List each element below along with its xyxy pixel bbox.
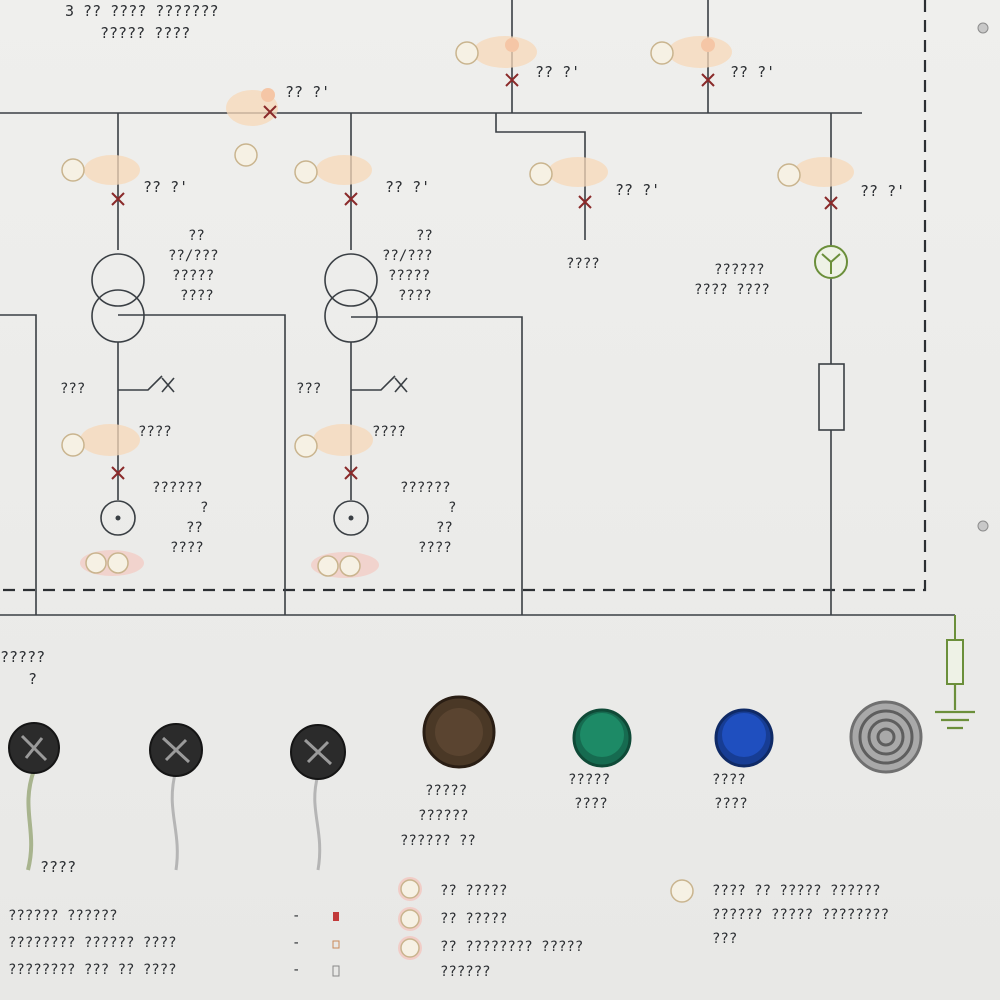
legend-middle-item-2: ?? ????? (440, 911, 507, 927)
legend-lamp-on (398, 877, 422, 901)
feeder2-frame (351, 316, 523, 615)
feeder2-gen-label-4: ???? (418, 540, 452, 556)
push-button-brown-caption-3: ?????? ?? (400, 833, 476, 849)
feeder3-breaker-label: ?? ?' (615, 181, 660, 199)
legend-swatch-gray (332, 965, 340, 977)
feeder2-tx-label-2: ??/??? (382, 248, 433, 264)
legend-left-dash-2: - (292, 935, 300, 951)
ground-icon (935, 615, 975, 730)
push-button-green[interactable] (572, 708, 632, 768)
legend-middle-item-3: ?? ???????? ????? (440, 939, 583, 955)
push-button-green-caption-2: ???? (574, 796, 608, 812)
feeder2-lower-breaker-label: ???? (372, 424, 406, 440)
controls-section-label: ????? (0, 648, 45, 666)
feeder1-left-frame (0, 314, 37, 615)
panel-title-line1: 3 ?? ???? ??????? (65, 2, 219, 20)
feeder2-generator-icon (333, 500, 369, 536)
legend-left-item-2: ???????? ?????? ???? (8, 935, 177, 951)
feeder2-status-lamps (311, 552, 379, 578)
push-button-blue[interactable] (714, 708, 774, 768)
feeder4-breaker-label: ?? ?' (860, 182, 905, 200)
enclosure-dashed-boundary (0, 0, 927, 592)
feeder2-breaker-label: ?? ?' (385, 178, 430, 196)
rotary-switch-2[interactable] (149, 723, 203, 871)
push-button-blue-caption-1: ???? (712, 772, 746, 788)
feeder2-breaker[interactable] (294, 155, 372, 206)
legend-right-line-1: ???? ?? ????? ?????? (712, 883, 881, 899)
feeder2-tx-label-4: ???? (398, 288, 432, 304)
feeder2-tx-label-1: ?? (416, 228, 433, 244)
incomer-left-breaker-label: ?? ?' (535, 63, 580, 81)
feeder2-gen-label-1: ?????? (400, 480, 451, 496)
feeder4-resistor-icon (818, 363, 845, 431)
legend-middle-item-1: ?? ????? (440, 883, 507, 899)
feeder1-gen-label-3: ?? (186, 520, 203, 536)
feeder1-transformer-icon (91, 253, 145, 343)
feeder1-status-lamps (80, 550, 144, 576)
bus-tie-breaker-label: ?? ?' (285, 83, 330, 101)
legend-left-dash-1: - (292, 908, 300, 924)
feeder2-tx-label-3: ????? (388, 268, 430, 284)
feeder1-lower-breaker[interactable] (61, 424, 140, 480)
feeder1-tx-label-4: ???? (180, 288, 214, 304)
panel-title-line2: ????? ???? (100, 24, 190, 42)
feeder2-gen-label-2: ? (448, 500, 456, 516)
feeder2-transformer-icon (324, 253, 378, 343)
screw-icon (977, 22, 989, 34)
rotary-switch-caption: ???? (40, 858, 76, 876)
legend-left-item-1: ?????? ?????? (8, 908, 118, 924)
legend-left-dash-3: - (292, 962, 300, 978)
feeder1-disconnector-label: ??? (60, 381, 85, 397)
push-button-gray[interactable] (849, 700, 923, 774)
feeder3-load-label: ???? (566, 256, 600, 272)
legend-lamp-fault (398, 936, 422, 960)
controls-section-sub: ? (28, 670, 37, 688)
legend-swatch-red (333, 912, 339, 921)
bus-tie-breaker[interactable] (226, 88, 278, 167)
feeder1-gen-label-1: ?????? (152, 480, 203, 496)
legend-right-line-3: ??? (712, 931, 737, 947)
push-button-brown[interactable] (422, 695, 496, 769)
legend-left-item-3: ???????? ??? ?? ???? (8, 962, 177, 978)
feeder1-gen-label-4: ???? (170, 540, 204, 556)
legend-right-line-2: ?????? ????? ???????? (712, 907, 889, 923)
screw-icon (977, 520, 989, 532)
feeder1-breaker-label: ?? ?' (143, 178, 188, 196)
legend-lamp-alarm (670, 879, 694, 903)
push-button-green-caption-1: ????? (568, 772, 610, 788)
feeder2-lower-breaker[interactable] (294, 424, 373, 480)
push-button-brown-caption-2: ?????? (418, 808, 469, 824)
legend-lamp-off (398, 907, 422, 931)
legend-middle-item-4: ?????? (440, 964, 491, 980)
feeder3-breaker[interactable] (529, 157, 608, 209)
legend-swatch-orange (332, 940, 340, 949)
feeder1-tx-label-2: ??/??? (168, 248, 219, 264)
bus-branch-f3 (495, 113, 586, 150)
push-button-brown-caption-1: ????? (425, 783, 467, 799)
feeder1-tx-label-1: ?? (188, 228, 205, 244)
feeder2-disconnector-icon[interactable] (351, 375, 396, 391)
feeder2-disconnector-label: ??? (296, 381, 321, 397)
feeder1-breaker[interactable] (61, 155, 140, 206)
feeder1-gen-label-2: ? (200, 500, 208, 516)
incomer-right-breaker-label: ?? ?' (730, 63, 775, 81)
feeder1-frame (118, 314, 286, 615)
rotary-switch-3[interactable] (290, 724, 346, 871)
feeder2-gen-label-3: ?? (436, 520, 453, 536)
feeder1-lower-breaker-label: ???? (138, 424, 172, 440)
feeder4-breaker[interactable] (777, 157, 854, 210)
feeder4-meter-label-2: ???? ???? (694, 282, 770, 298)
feeder4-meter-icon (814, 245, 848, 279)
incomer-right-breaker[interactable] (650, 36, 732, 87)
feeder1-generator-icon (100, 500, 136, 536)
rotary-switch-1[interactable] (8, 722, 60, 871)
incomer-left-breaker[interactable] (455, 36, 537, 87)
feeder1-tx-label-3: ????? (172, 268, 214, 284)
feeder1-disconnector-icon[interactable] (118, 375, 163, 391)
push-button-blue-caption-2: ???? (714, 796, 748, 812)
feeder4-meter-label-1: ?????? (714, 262, 765, 278)
